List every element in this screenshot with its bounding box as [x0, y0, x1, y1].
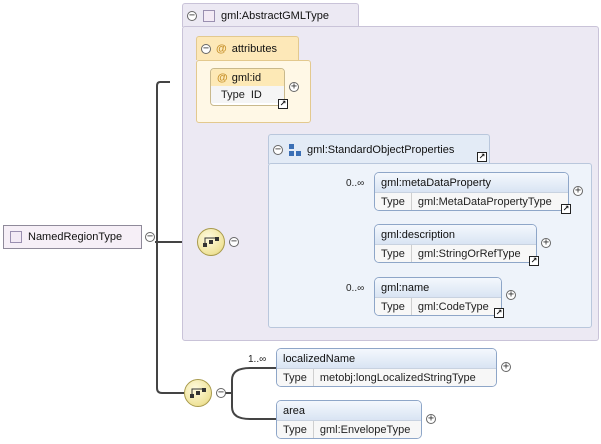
root-type-name: NamedRegionType: [28, 231, 123, 243]
element-metadataproperty[interactable]: gml:metaDataProperty Type gml:MetaDataPr…: [374, 172, 569, 211]
element-name: gml:name: [375, 278, 501, 297]
abstract-type-header[interactable]: − gml:AbstractGMLType: [182, 3, 359, 27]
sequence-collapse-icon[interactable]: −: [229, 236, 239, 247]
element-type-value: metobj:longLocalizedStringType: [319, 372, 476, 384]
element-description[interactable]: gml:description Type gml:StringOrRefType: [374, 224, 537, 263]
standard-props-header[interactable]: − gml:StandardObjectProperties: [268, 134, 490, 164]
element-name: gml:metaDataProperty: [375, 173, 568, 192]
element-expand-icon[interactable]: +: [501, 361, 511, 372]
sequence-compositor-icon[interactable]: [197, 228, 225, 256]
element-expand-icon[interactable]: +: [506, 289, 516, 300]
attribute-type-value: ID: [250, 88, 262, 101]
attribute-icon: @: [216, 42, 227, 55]
attributes-label: attributes: [231, 42, 277, 55]
occurrence-label: 0..∞: [346, 178, 365, 189]
jump-to-group-icon[interactable]: ↗: [477, 152, 487, 162]
occurrence-label: 1..∞: [248, 354, 267, 365]
element-name: localizedName: [277, 349, 496, 368]
occurrence-label: 0..∞: [346, 283, 365, 294]
jump-to-type-icon[interactable]: ↗: [494, 308, 504, 318]
attributes-collapse-icon[interactable]: −: [201, 42, 211, 54]
standard-props-name: gml:StandardObjectProperties: [307, 143, 455, 156]
jump-to-type-icon[interactable]: ↗: [561, 204, 571, 214]
complex-type-icon: [10, 231, 22, 243]
element-area[interactable]: area Type gml:EnvelopeType: [276, 400, 422, 439]
sequence-compositor-icon[interactable]: [184, 379, 212, 407]
root-collapse-icon[interactable]: −: [145, 231, 155, 242]
element-expand-icon[interactable]: +: [426, 413, 436, 424]
abstract-type-collapse-icon[interactable]: −: [187, 9, 197, 21]
element-expand-icon[interactable]: +: [541, 237, 551, 248]
standard-props-collapse-icon[interactable]: −: [273, 143, 283, 155]
attribute-name: gml:id: [231, 71, 262, 84]
complex-type-icon: [203, 9, 215, 22]
sequence-collapse-icon[interactable]: −: [216, 387, 226, 398]
element-name-gml[interactable]: gml:name Type gml:CodeType: [374, 277, 502, 316]
group-icon: [289, 143, 301, 156]
attribute-gml-id[interactable]: @ gml:id Type ID: [210, 68, 285, 106]
type-label: Type: [221, 88, 245, 101]
attribute-expand-icon[interactable]: +: [289, 81, 299, 92]
type-label: Type: [375, 193, 412, 210]
jump-to-type-icon[interactable]: ↗: [278, 99, 288, 109]
element-expand-icon[interactable]: +: [573, 185, 583, 196]
element-type-value: gml:CodeType: [417, 301, 489, 313]
abstract-type-name: gml:AbstractGMLType: [221, 9, 329, 22]
element-name: area: [277, 401, 421, 420]
element-name: gml:description: [375, 225, 536, 244]
attributes-header[interactable]: − @ attributes: [196, 36, 299, 60]
type-label: Type: [277, 369, 314, 386]
element-type-value: gml:StringOrRefType: [417, 248, 521, 260]
type-label: Type: [375, 298, 412, 315]
type-label: Type: [277, 421, 314, 438]
root-type-box[interactable]: NamedRegionType: [3, 225, 142, 249]
type-label: Type: [375, 245, 412, 262]
element-type-value: gml:MetaDataPropertyType: [417, 196, 552, 208]
jump-to-type-icon[interactable]: ↗: [529, 256, 539, 266]
attribute-icon: @: [217, 71, 228, 84]
element-type-value: gml:EnvelopeType: [319, 424, 411, 436]
element-localizedname[interactable]: localizedName Type metobj:longLocalizedS…: [276, 348, 497, 387]
